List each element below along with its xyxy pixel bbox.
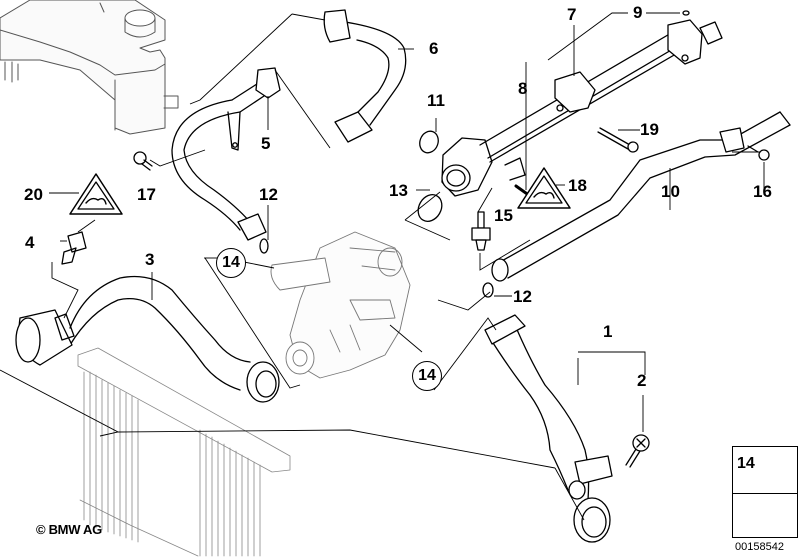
callout-13[interactable]: 13 <box>389 181 408 200</box>
warning-label-19 <box>517 167 571 209</box>
warning-label-20 <box>69 173 123 215</box>
callout-1[interactable]: 1 <box>603 322 613 341</box>
callout-10[interactable]: 10 <box>661 182 680 201</box>
callout-12b[interactable]: 12 <box>513 287 532 306</box>
callout-19[interactable]: 18 <box>568 176 587 195</box>
bolt-15 <box>133 151 153 171</box>
callout-12a[interactable]: 12 <box>259 185 278 204</box>
document-number: 00158542 <box>735 541 784 553</box>
bolt-16 <box>747 145 770 161</box>
o-ring-9 <box>682 10 690 16</box>
callout-6[interactable]: 6 <box>429 39 439 58</box>
hose-6 <box>323 9 407 143</box>
callout-18[interactable]: 15 <box>494 206 513 225</box>
legend-divider <box>733 493 797 494</box>
copyright-notice: © BMW AG <box>36 522 102 537</box>
callout-8[interactable]: 8 <box>518 79 528 98</box>
hose-3 <box>15 275 280 403</box>
callout-5[interactable]: 5 <box>261 134 271 153</box>
callout-16[interactable]: 16 <box>753 182 772 201</box>
o-ring-11 <box>419 130 439 154</box>
callout-3[interactable]: 3 <box>145 250 155 269</box>
callout-9[interactable]: 9 <box>633 3 643 22</box>
callout-15[interactable]: 17 <box>137 185 156 204</box>
callout-14a[interactable]: 14 <box>216 248 246 278</box>
radiator <box>77 347 291 557</box>
callout-7[interactable]: 7 <box>567 5 577 24</box>
expansion-tank <box>0 0 179 135</box>
thermostat-housing <box>441 137 493 197</box>
callout-11[interactable]: 11 <box>427 91 445 110</box>
sensor-18 <box>471 211 491 251</box>
callout-4[interactable]: 4 <box>25 233 35 252</box>
callout-14b[interactable]: 14 <box>412 361 442 391</box>
coolant-pipe-10 <box>491 111 791 282</box>
coolant-manifold-7 <box>479 19 723 181</box>
water-pump <box>270 231 411 379</box>
hose-1 <box>484 314 613 543</box>
o-ring-13 <box>417 194 443 222</box>
legend-box: 14 <box>732 446 798 538</box>
callout-2[interactable]: 2 <box>637 371 647 390</box>
o-ring-12a <box>259 238 269 254</box>
leader-lines <box>0 12 765 521</box>
bleeder-screw-2 <box>625 434 650 468</box>
hose-5 <box>171 67 281 241</box>
bolt-17 <box>597 127 639 153</box>
callout-20[interactable]: 20 <box>24 185 43 204</box>
sensor-4 <box>61 231 87 265</box>
o-ring-12b <box>482 282 494 298</box>
callout-17[interactable]: 19 <box>640 120 659 139</box>
legend-number: 14 <box>737 455 755 472</box>
